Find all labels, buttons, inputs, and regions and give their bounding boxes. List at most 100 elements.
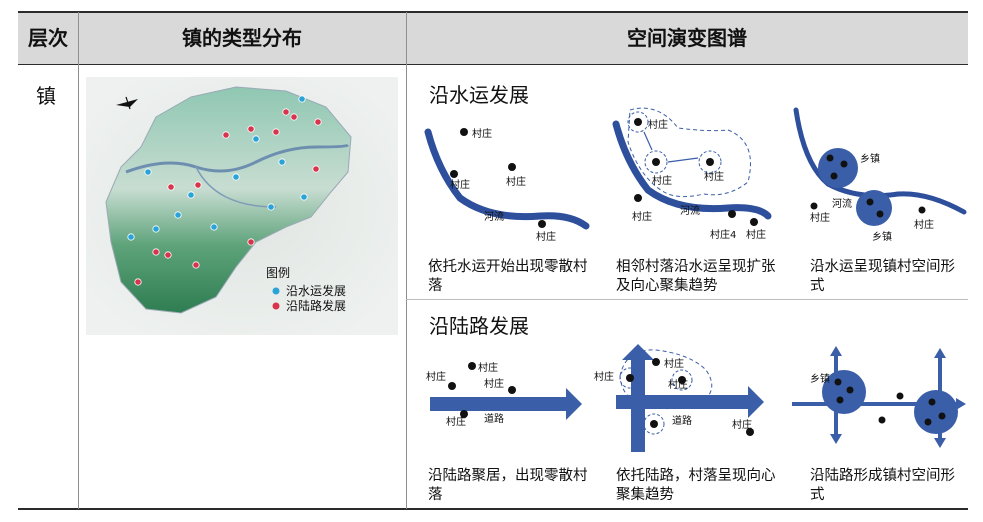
- water-caption-3: 沿水运呈现镇村空间形式: [810, 259, 955, 294]
- village-label: 村庄: [652, 174, 672, 187]
- header-background: [18, 12, 968, 64]
- village-label: 村庄: [594, 370, 614, 383]
- distribution-map: 图例 沿水运发展 沿陆路发展: [86, 77, 398, 335]
- river-label: 河流: [484, 210, 504, 223]
- village-label: 村庄: [648, 118, 668, 131]
- header-spatial-evolution: 空间演变图谱: [627, 26, 747, 50]
- village-dot: [634, 118, 642, 126]
- map-point: [164, 251, 172, 259]
- road-label: 道路: [672, 414, 692, 427]
- section-divider: [406, 299, 968, 300]
- water-diagram-1: 村庄 村庄 村庄 河流 村庄: [424, 127, 590, 243]
- village-dot: [652, 158, 660, 166]
- village-dot: [652, 358, 660, 366]
- road-arrow-vertical: [622, 344, 654, 452]
- expansion-boundary: [619, 349, 713, 410]
- map-river: [125, 143, 350, 174]
- header-type-distribution: 镇的类型分布: [182, 26, 302, 50]
- map-point: [174, 211, 182, 219]
- link-arrow: [667, 157, 699, 163]
- town-circle: [818, 148, 858, 188]
- row-label-town: 镇: [36, 84, 56, 108]
- land-diagram-1: 村庄 村庄 村庄 村庄 道路: [426, 361, 582, 428]
- map-point: [210, 223, 218, 231]
- village-label: 村庄: [810, 211, 830, 224]
- water-points: [127, 95, 308, 241]
- column-divider-1: [78, 12, 79, 509]
- town-label: 乡镇: [810, 372, 830, 385]
- village-dot: [728, 210, 736, 218]
- map-point: [298, 95, 306, 103]
- village-label: 村庄: [914, 218, 934, 231]
- water-diagram-2: 村庄 村庄 村庄 河流 村庄 村庄4 村庄: [612, 107, 772, 241]
- map-river-branch: [195, 166, 277, 208]
- land-section-title: 沿陆路发展: [429, 314, 529, 338]
- map-point: [247, 238, 255, 246]
- legend-land-label: 沿陆路发展: [286, 298, 346, 313]
- village-label: 村庄: [632, 210, 652, 223]
- village-dot: [746, 428, 754, 436]
- village-dot: [468, 362, 476, 370]
- village-label: 村庄: [732, 418, 752, 431]
- table-top-rule: [18, 11, 968, 13]
- legend-title: 图例: [266, 266, 290, 280]
- village-label: 村庄: [746, 228, 766, 241]
- table-bottom-rule: [18, 508, 968, 510]
- land-diagram-3: 乡镇: [792, 346, 966, 448]
- legend-water-label: 沿水运发展: [286, 283, 346, 298]
- town-label: 乡镇: [872, 230, 892, 243]
- map-point: [290, 113, 298, 121]
- map-point: [278, 158, 286, 166]
- village-label: 村庄: [536, 230, 556, 243]
- river: [793, 107, 967, 215]
- village-dot: [706, 158, 714, 166]
- header-bottom-rule: [18, 64, 968, 65]
- map-point: [267, 203, 275, 211]
- map-point: [192, 261, 200, 269]
- village-dot: [918, 206, 926, 214]
- village-dot: [538, 220, 546, 228]
- village-label: 村庄: [446, 415, 466, 428]
- header-level: 层次: [28, 26, 68, 50]
- land-caption-1: 沿陆路聚居，出现零散村落: [428, 468, 588, 503]
- land-diagram-2: 村庄 村庄 村庄 道路 村庄: [594, 344, 764, 452]
- village-label: 村庄: [450, 178, 470, 191]
- map-point: [222, 131, 230, 139]
- village-label: 村庄: [506, 175, 526, 188]
- map-point: [282, 108, 290, 116]
- village-dot: [460, 128, 468, 136]
- map-point: [152, 248, 160, 256]
- river-label: 河流: [680, 204, 700, 217]
- map-point: [232, 173, 240, 181]
- village-dot: [508, 386, 516, 394]
- river: [424, 128, 590, 230]
- map-point: [144, 168, 152, 176]
- village-dot: [750, 218, 758, 226]
- map-point: [312, 165, 320, 173]
- village-dot: [508, 163, 516, 171]
- village-label: 村庄: [478, 361, 498, 374]
- map-point: [127, 233, 135, 241]
- village-dot: [450, 170, 458, 178]
- village-dot: [878, 416, 886, 424]
- village-dot: [626, 374, 634, 382]
- map-point: [194, 181, 202, 189]
- village-label: 村庄: [704, 170, 724, 183]
- compass-icon: [116, 96, 138, 110]
- road-arrow-horizontal: [616, 386, 764, 418]
- village-dot: [460, 410, 468, 418]
- village-dot: [810, 202, 818, 210]
- village-label: 村庄: [484, 377, 504, 390]
- legend-water-marker: [272, 287, 280, 295]
- water-section-title: 沿水运发展: [429, 83, 529, 107]
- river: [612, 120, 772, 220]
- village-dot: [448, 382, 456, 390]
- land-caption-2: 依托陆路，村落呈现向心聚集趋势: [616, 468, 776, 503]
- legend-land-marker: [272, 302, 280, 310]
- village-dot: [678, 376, 686, 384]
- map-point: [252, 135, 260, 143]
- village-label: 村庄: [472, 127, 492, 140]
- map-point: [272, 128, 280, 136]
- village-dot: [650, 420, 658, 428]
- water-caption-1: 依托水运开始出现零散村落: [428, 259, 588, 294]
